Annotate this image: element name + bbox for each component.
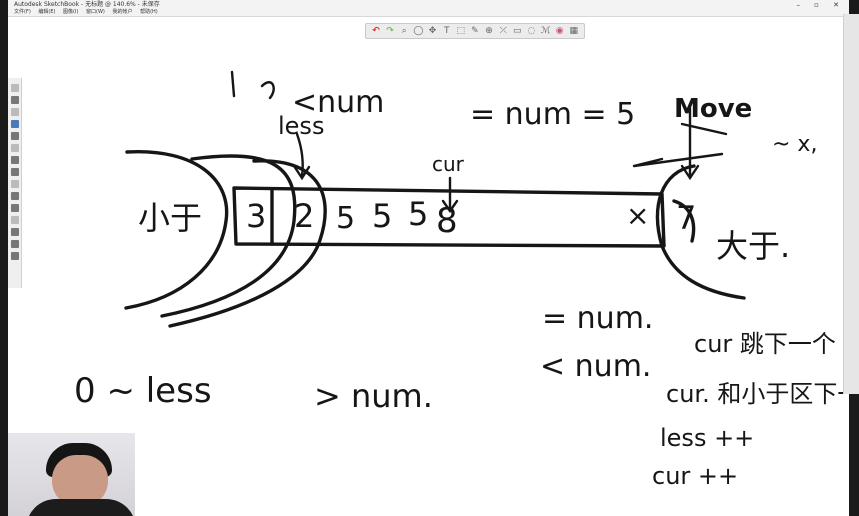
brush-slot-icon[interactable]: [10, 168, 19, 176]
presenter-shirt: [26, 499, 135, 516]
crop-icon[interactable]: ⬚: [456, 26, 466, 36]
brush-slot-icon[interactable]: [10, 84, 19, 92]
brush-slot-icon[interactable]: [10, 252, 19, 260]
window-title: Autodesk SketchBook - 无标题 @ 140.6% - 未保存: [14, 1, 160, 8]
stray-marks: [230, 70, 275, 100]
eq-rule-action: cur 跳下一个: [694, 330, 836, 358]
brush-slot-icon[interactable]: [10, 228, 19, 236]
brush-slot-icon[interactable]: [10, 132, 19, 140]
color-wheel-icon[interactable]: ◉: [555, 26, 564, 36]
layers-icon[interactable]: ▦: [569, 26, 579, 36]
brush-slot-icon[interactable]: [10, 108, 19, 116]
menu-account[interactable]: 我的帐户: [112, 9, 133, 15]
less-region-arc: [160, 154, 297, 318]
ink-strokes: [124, 70, 746, 328]
brush-icon[interactable]: ℳ: [540, 26, 551, 36]
more-pointer-label: Move: [674, 94, 753, 124]
greater-region-arc: [655, 164, 746, 300]
greater-region-arc: [672, 199, 696, 243]
sketchbook-window: Autodesk SketchBook - 无标题 @ 140.6% - 未保存…: [8, 0, 859, 516]
greater-region-label: 大于.: [716, 227, 791, 265]
menu-edit[interactable]: 编辑(E): [38, 9, 56, 15]
less-region-arc: [124, 150, 229, 310]
brush-slot-icon[interactable]: [10, 144, 19, 152]
eq-rule-label: = num.: [542, 301, 654, 336]
presenter-face: [52, 455, 108, 507]
move-underline: [680, 122, 728, 136]
tilde-note: ~ x,: [772, 132, 818, 157]
brush-slot-icon[interactable]: [10, 120, 19, 128]
lt-rule-action: cur. 和小于区下一个: [666, 380, 859, 408]
menu-bar: 文件(F) 编辑(E) 图像(I) 窗口(W) 我的帐户 帮助(H): [14, 8, 164, 17]
main-toolbar: ↶ ↷ ⌕ ◯ ✥ T ⬚ ✎ ⊕ ⤫ ▭ ◌ ℳ ◉ ▦: [365, 23, 585, 39]
text-icon[interactable]: T: [443, 26, 450, 36]
window-controls[interactable]: – ▫ ✕: [796, 1, 845, 9]
zoom-icon[interactable]: ⌕: [401, 26, 407, 36]
cur-increment: cur ++: [652, 462, 739, 490]
lasso-icon[interactable]: ◯: [413, 26, 424, 36]
array-cell: 5: [372, 197, 393, 235]
menu-window[interactable]: 窗口(W): [86, 9, 105, 15]
tool-palette: [8, 78, 22, 288]
array-box: [232, 186, 666, 248]
less-increment: less ++: [660, 424, 755, 452]
brush-slot-icon[interactable]: [10, 216, 19, 224]
move-icon[interactable]: ✥: [428, 26, 437, 36]
arrow-head: [292, 164, 311, 181]
zero-less-label: 0 ~ less: [74, 371, 212, 411]
brush-slot-icon[interactable]: [10, 240, 19, 248]
move-left-tick: [632, 152, 724, 168]
arrow-head: [441, 199, 459, 214]
array-cell: 2: [294, 197, 315, 235]
title-bar: Autodesk SketchBook - 无标题 @ 140.6% - 未保存…: [8, 0, 849, 17]
distort-icon[interactable]: ⤫: [499, 26, 507, 36]
brush-slot-icon[interactable]: [10, 192, 19, 200]
drawing-canvas[interactable]: <num less = num = 5 Move ~ x, cur 小于 3 2…: [22, 16, 859, 516]
brush-slot-icon[interactable]: [10, 180, 19, 188]
array-cell: 5: [336, 201, 356, 236]
less-pointer-arrow: [295, 132, 304, 178]
ruler-icon[interactable]: ▭: [513, 26, 522, 36]
symmetry-icon[interactable]: ⊕: [485, 26, 493, 36]
brush-slot-icon[interactable]: [10, 96, 19, 104]
x-mark: ×: [626, 199, 650, 232]
redo-icon[interactable]: ↷: [386, 26, 394, 36]
pen-icon[interactable]: ✎: [471, 26, 479, 36]
array-cell: 5: [408, 195, 429, 233]
eq-num-label: = num = 5: [470, 97, 636, 132]
brush-slot-icon[interactable]: [10, 156, 19, 164]
webcam-overlay: [8, 433, 135, 516]
undo-icon[interactable]: ↶: [372, 26, 380, 36]
gt-rule-label: > num.: [314, 377, 433, 415]
array-cell: 3: [246, 197, 267, 235]
menu-help[interactable]: 帮助(H): [140, 9, 158, 15]
less-pointer-label: less: [278, 112, 325, 140]
arrow-head: [680, 164, 700, 181]
lt-num-label: <num: [292, 85, 385, 120]
brush-slot-icon[interactable]: [10, 204, 19, 212]
lt-rule-label: < num.: [540, 349, 652, 384]
ellipse-icon[interactable]: ◌: [527, 26, 536, 36]
array-cell: 8: [436, 201, 458, 241]
less-region-label: 小于: [138, 199, 203, 237]
array-cell: 7: [676, 199, 697, 237]
menu-file[interactable]: 文件(F): [14, 9, 31, 15]
side-panel-edge[interactable]: [843, 14, 859, 394]
menu-image[interactable]: 图像(I): [63, 9, 79, 15]
cur-pointer-label: cur: [432, 152, 464, 176]
